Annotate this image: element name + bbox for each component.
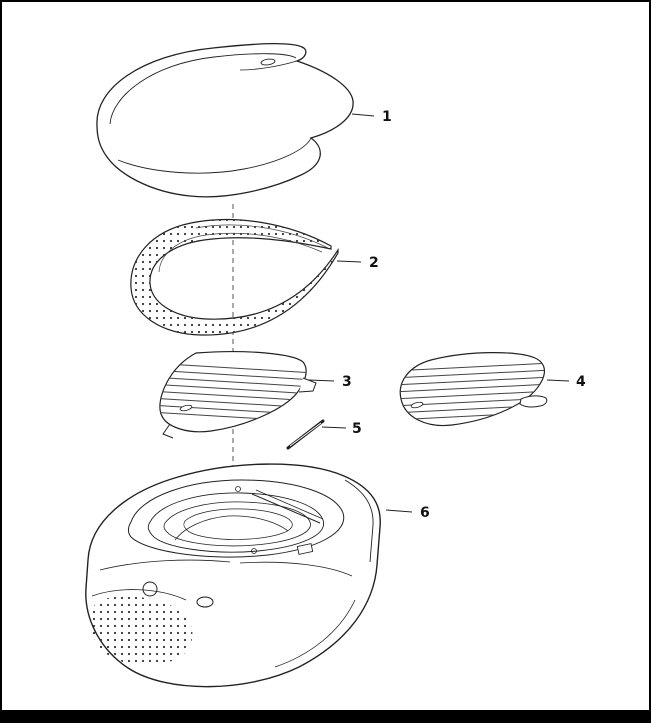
u-trim-edge-line-top — [195, 224, 329, 249]
chassis-screw-boss-1 — [235, 486, 241, 492]
top-cover-outline — [96, 43, 354, 198]
callout-4-label: 4 — [576, 374, 586, 390]
top-cover-stop-button — [260, 58, 276, 66]
callout-6-label: 6 — [420, 505, 430, 521]
chassis-screw-boss-2 — [251, 548, 257, 554]
callout-6-leader — [385, 509, 413, 513]
chassis-bumper-line — [91, 589, 187, 601]
chassis-caster-left — [142, 581, 158, 597]
panel-3-brand-mark — [179, 404, 193, 412]
chassis-cable-loop — [174, 515, 289, 541]
callout-2: 2 — [336, 255, 379, 271]
top-cover-nose-line — [239, 60, 298, 71]
pin-highlight — [289, 422, 322, 447]
part-3-ribbed-panel — [159, 351, 317, 439]
callout-6: 6 — [385, 505, 430, 521]
callout-2-label: 2 — [369, 255, 379, 271]
part-5-pin — [286, 419, 325, 450]
callout-2-leader — [336, 260, 362, 263]
chassis-tub-ring-outer — [147, 492, 324, 553]
part-4-ribbed-panel — [399, 352, 548, 427]
callout-1: 1 — [351, 109, 392, 125]
chassis-body-crease-right — [239, 561, 353, 577]
page-frame-top — [0, 0, 651, 2]
chassis-body-crease-left — [99, 559, 231, 571]
callout-3-label: 3 — [342, 374, 352, 390]
page-frame-right — [649, 0, 651, 723]
part-6-chassis — [85, 463, 381, 688]
chassis-strut-2 — [255, 489, 324, 520]
panel-3-outline — [159, 351, 307, 433]
chassis-strut-1 — [251, 493, 321, 524]
callout-1-leader — [351, 113, 375, 117]
panel-4-outline — [399, 352, 545, 427]
callouts: 1 2 3 4 5 6 — [308, 109, 586, 521]
chassis-caster-right — [196, 596, 214, 608]
chassis-front-grille-dots — [90, 596, 193, 666]
chassis-tub-ring-middle — [163, 501, 311, 547]
panel-4-pin-clip — [519, 395, 548, 408]
page-frame-left — [0, 0, 2, 723]
callout-1-label: 1 — [382, 109, 392, 125]
callout-4: 4 — [546, 374, 586, 390]
chassis-tub-ring-inner — [183, 508, 293, 540]
chassis-shell-edge-right — [344, 479, 374, 563]
chassis-skirt-line — [274, 599, 356, 668]
u-trim-perforations — [130, 219, 338, 336]
page-frame-bottom — [0, 710, 651, 723]
panel-4-brand-mark — [410, 401, 424, 409]
top-cover-crease-line — [117, 137, 312, 174]
callout-3: 3 — [308, 374, 352, 390]
callout-5-label: 5 — [352, 421, 362, 437]
part-1-top-cover — [96, 43, 354, 198]
part-2-u-trim — [130, 218, 339, 336]
callout-4-leader — [546, 379, 570, 382]
callout-3-leader — [308, 379, 335, 382]
top-cover-rim-line — [109, 53, 297, 125]
panel-3-foot-tab — [162, 423, 174, 439]
u-trim-edge-line-inner — [158, 232, 323, 273]
callout-5-leader — [321, 426, 347, 429]
callout-5: 5 — [321, 421, 362, 437]
chassis-top-rim — [127, 479, 345, 558]
chassis-connector-block — [296, 543, 314, 555]
